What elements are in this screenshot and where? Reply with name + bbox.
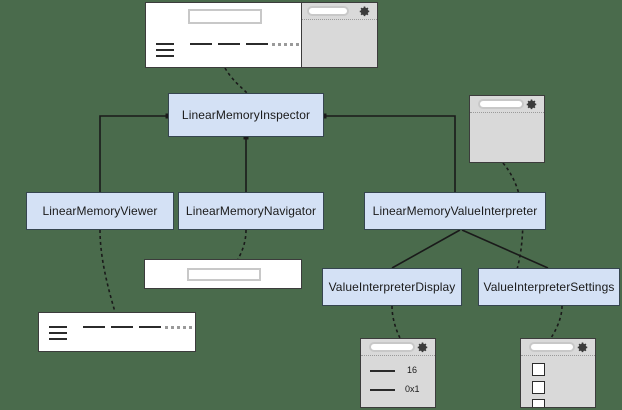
gear-icon[interactable] — [577, 342, 588, 353]
dash-label — [370, 389, 395, 391]
byte-group-line — [83, 326, 105, 328]
memory-row-line — [49, 332, 67, 334]
memory-row-line — [156, 55, 174, 57]
node-value-interpreter-display[interactable]: ValueInterpreterDisplay — [322, 268, 462, 306]
link-mockup-inspector — [224, 67, 248, 94]
node-label: LinearMemoryInspector — [181, 108, 311, 122]
mockup-inspector-sidepanel-body — [302, 20, 377, 67]
link-mockup-viewer — [99, 229, 116, 313]
node-label: LinearMemoryValueInterpreter — [372, 204, 538, 218]
mockup-interpreter-window — [469, 95, 545, 163]
search-field[interactable] — [369, 342, 415, 352]
mockup-display-window: 16 0x1 — [360, 338, 436, 408]
settings-checkbox[interactable] — [532, 363, 545, 376]
ascii-dots — [272, 43, 299, 46]
byte-group-line — [139, 326, 161, 328]
byte-group-line — [218, 43, 240, 45]
interpreted-value: 0x1 — [405, 384, 420, 394]
search-field[interactable] — [307, 6, 349, 16]
node-value-interpreter-settings[interactable]: ValueInterpreterSettings — [478, 268, 620, 306]
node-linear-memory-viewer[interactable]: LinearMemoryViewer — [26, 192, 174, 230]
node-label: LinearMemoryViewer — [42, 204, 158, 218]
settings-checkbox[interactable] — [532, 381, 545, 394]
memory-row-line — [156, 43, 174, 45]
node-label: ValueInterpreterDisplay — [328, 280, 456, 294]
address-input[interactable] — [187, 268, 261, 281]
memory-row-line — [156, 49, 174, 51]
mockup-viewer-window — [38, 312, 196, 352]
edge-inspector-valueinterpreter — [324, 115, 456, 192]
memory-row-line — [49, 326, 67, 328]
settings-checkbox[interactable] — [532, 399, 545, 407]
link-mockup-settings — [550, 305, 563, 339]
mockup-interpreter-titlebar — [470, 96, 544, 113]
mockup-inspector-address-input[interactable] — [188, 9, 262, 24]
node-linear-memory-navigator[interactable]: LinearMemoryNavigator — [178, 192, 324, 230]
node-label: ValueInterpreterSettings — [483, 280, 615, 294]
mockup-inspector-titlebar — [302, 3, 377, 20]
byte-group-line — [246, 43, 268, 45]
edge-inspector-viewer — [99, 115, 168, 192]
mockup-interpreter-body — [470, 113, 544, 162]
mockup-inspector-window — [145, 2, 378, 68]
mockup-display-body: 16 0x1 — [361, 356, 435, 407]
byte-group-line — [111, 326, 133, 328]
mockup-settings-body — [521, 356, 595, 407]
link-mockup-navigator — [237, 229, 247, 260]
ascii-dots — [165, 326, 192, 329]
byte-group-line — [190, 43, 212, 45]
mockup-inspector-sidepanel — [301, 3, 377, 67]
gear-icon[interactable] — [526, 99, 537, 110]
dash-label — [370, 370, 395, 372]
gear-icon[interactable] — [417, 342, 428, 353]
edge-valueinterpreter-display — [391, 229, 461, 269]
memory-row-line — [49, 338, 67, 340]
node-linear-memory-value-interpreter[interactable]: LinearMemoryValueInterpreter — [364, 192, 546, 230]
mockup-settings-window — [520, 338, 596, 408]
mockup-settings-titlebar — [521, 339, 595, 356]
mockup-inspector-main — [146, 3, 301, 67]
interpreted-value: 16 — [407, 365, 418, 375]
search-field[interactable] — [478, 99, 524, 109]
link-mockup-display — [391, 305, 401, 339]
mockup-display-titlebar — [361, 339, 435, 356]
edge-valueinterpreter-settings — [461, 229, 549, 269]
gear-icon[interactable] — [359, 6, 370, 17]
search-field[interactable] — [529, 342, 575, 352]
mockup-navigator-window — [144, 259, 302, 289]
node-linear-memory-inspector[interactable]: LinearMemoryInspector — [168, 93, 324, 137]
node-label: LinearMemoryNavigator — [185, 204, 317, 218]
